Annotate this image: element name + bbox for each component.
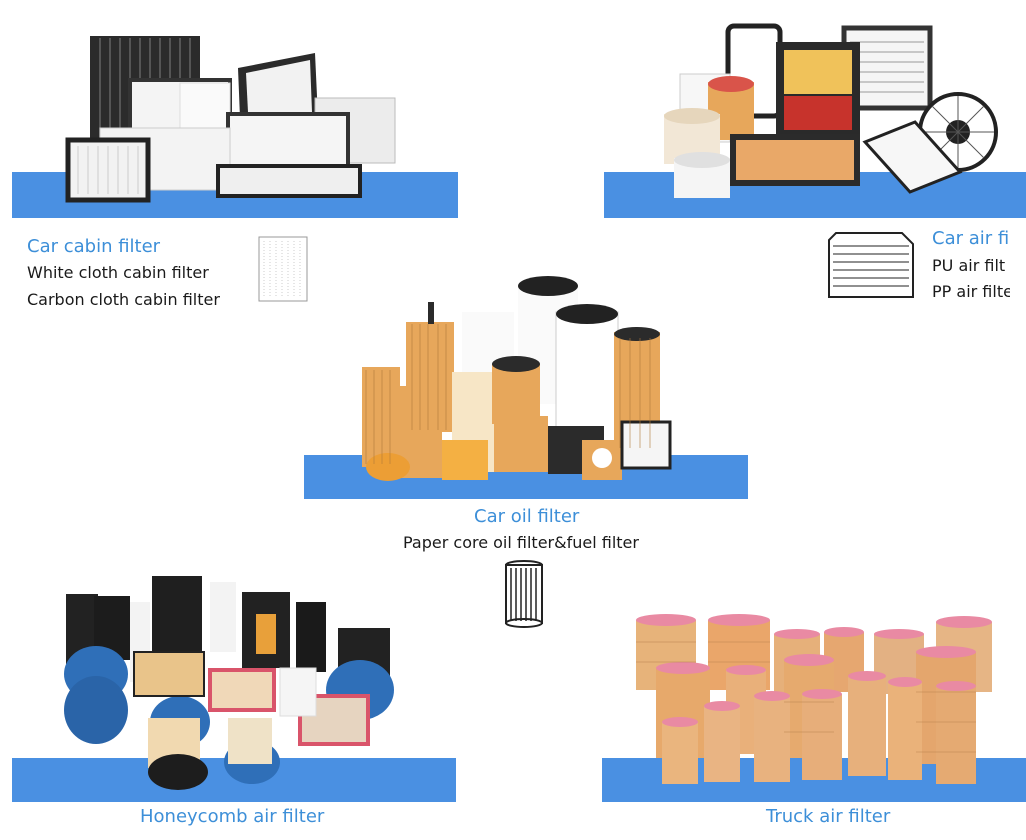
- oil-line-paper: Paper core oil filter&fuel filter: [403, 533, 639, 552]
- air-text-wrap: Car air fi PU air filt PP air filte: [930, 226, 1010, 306]
- honeycomb-title: Honeycomb air filter: [140, 806, 325, 827]
- air-line-pp: PP air filte: [932, 282, 1010, 301]
- truck-filter-photo: [634, 612, 1006, 792]
- truck-title: Truck air filter: [766, 806, 891, 827]
- honeycomb-filter-photo: [60, 572, 400, 792]
- cabin-title: Car cabin filter: [27, 236, 161, 257]
- cabin-line-white: White cloth cabin filter: [27, 263, 209, 282]
- air-filter-photo: [660, 22, 1000, 202]
- oil-filter-icon: [504, 560, 544, 628]
- air-line-pu: PU air filt: [932, 256, 1006, 275]
- cabin-filter-photo: [60, 28, 410, 208]
- cabin-filter-icon: [258, 236, 308, 302]
- oil-filter-photo: [358, 272, 678, 484]
- cabin-line-carbon: Carbon cloth cabin filter: [27, 290, 220, 309]
- air-title: Car air fi: [932, 228, 1010, 249]
- air-filter-icon: [828, 232, 914, 298]
- oil-title: Car oil filter: [474, 506, 580, 527]
